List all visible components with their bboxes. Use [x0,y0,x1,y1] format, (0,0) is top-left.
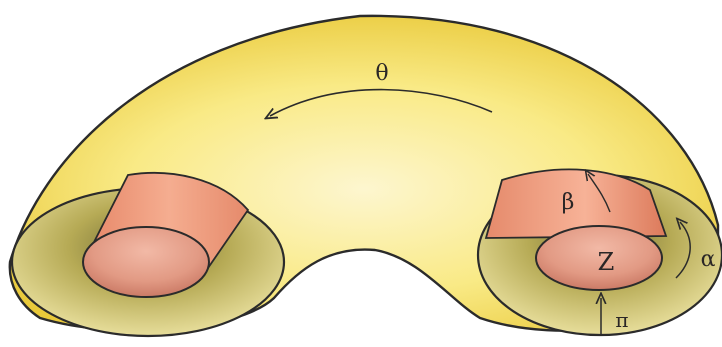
z-label: Z [598,248,615,276]
beta-label: β [562,190,575,215]
theta-label: θ [375,61,388,86]
left-tube-cap [83,227,209,297]
r-label: π [615,308,628,332]
alpha-label: α [701,247,716,272]
